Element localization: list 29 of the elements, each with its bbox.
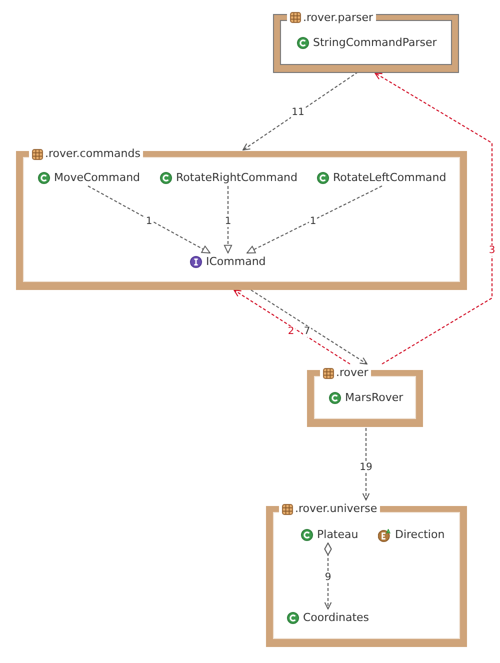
interface-name: ICommand	[206, 255, 266, 269]
edge-label: 7	[302, 326, 312, 336]
dependency-arrow	[362, 428, 370, 500]
dependency-arrow	[250, 290, 368, 364]
edge-label: 3	[488, 244, 496, 256]
edge-label: 2	[286, 326, 296, 336]
class-name: Coordinates	[303, 611, 370, 625]
edge-label: 9	[324, 572, 332, 582]
dependency-arrow	[242, 72, 358, 150]
realization-arrow	[88, 186, 210, 254]
realization-arrow	[246, 186, 382, 254]
edge-label: 1	[144, 216, 154, 226]
class-name: Plateau	[317, 528, 358, 542]
dependency-arrow	[374, 72, 492, 364]
dependency-arrow	[234, 290, 350, 364]
edge-label: 1	[224, 216, 232, 226]
aggregation-arrow	[324, 542, 332, 610]
package-name: .rover.universe	[293, 502, 380, 516]
edge-label: 11	[290, 106, 306, 118]
class-name: StringCommandParser	[313, 36, 437, 50]
class-name: RotateRightCommand	[176, 171, 298, 185]
enum-name: Direction	[395, 528, 445, 542]
edge-label: 1	[308, 216, 318, 226]
realization-arrow	[224, 186, 232, 254]
class-name: RotateLeftCommand	[333, 171, 446, 185]
package-name: .rover.commands	[43, 147, 144, 161]
class-name: MoveCommand	[54, 171, 140, 185]
edge-label: 19	[358, 462, 374, 472]
class-name: MarsRover	[345, 391, 404, 405]
